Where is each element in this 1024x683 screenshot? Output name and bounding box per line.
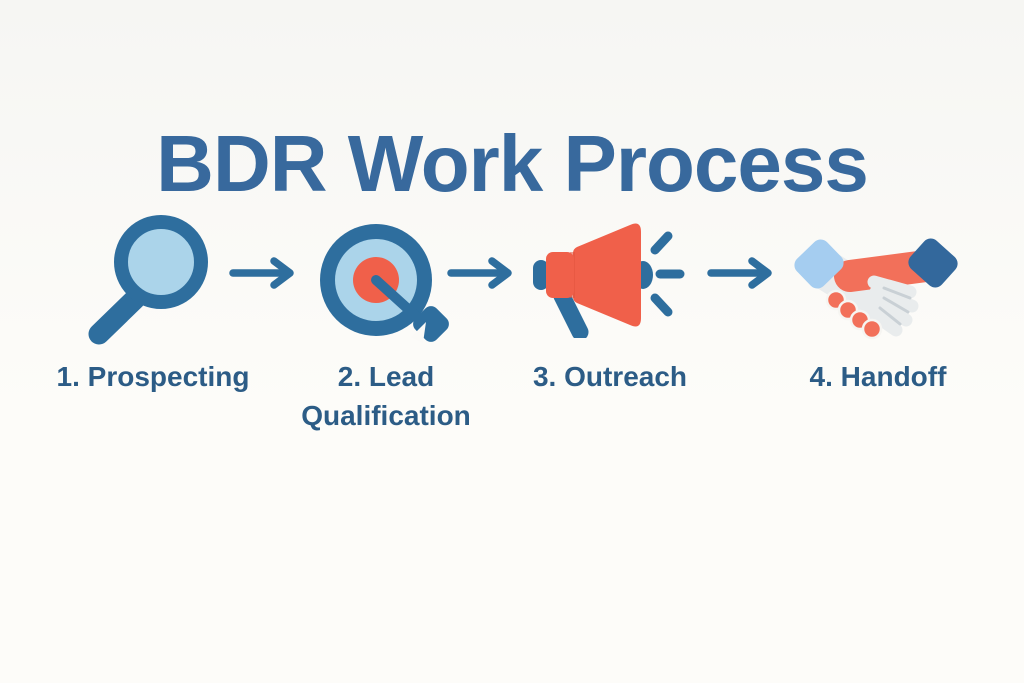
megaphone-icon: [533, 223, 685, 338]
handshake-icon: [794, 238, 958, 340]
step-label-lead-qualification: 2. Lead Qualification: [266, 358, 506, 435]
step-label-line: 1. Prospecting: [56, 361, 250, 392]
arrow-right-icon: [707, 257, 772, 289]
step-label-outreach: 3. Outreach: [490, 358, 730, 397]
step-label-line: Qualification: [301, 399, 471, 431]
step-label-line: 2. Lead: [337, 361, 435, 392]
step-label-line: 3. Outreach: [532, 361, 688, 392]
magnifier-icon: [88, 215, 208, 345]
page-title: BDR Work Process: [156, 118, 869, 208]
step-label-handoff: 4. Handoff: [758, 358, 998, 397]
step-label-prospecting: 1. Prospecting: [33, 358, 273, 397]
arrow-right-icon: [229, 257, 294, 289]
step-label-line: 4. Handoff: [809, 361, 947, 392]
target-dart-icon: [320, 224, 449, 343]
arrow-right-icon: [447, 257, 512, 289]
